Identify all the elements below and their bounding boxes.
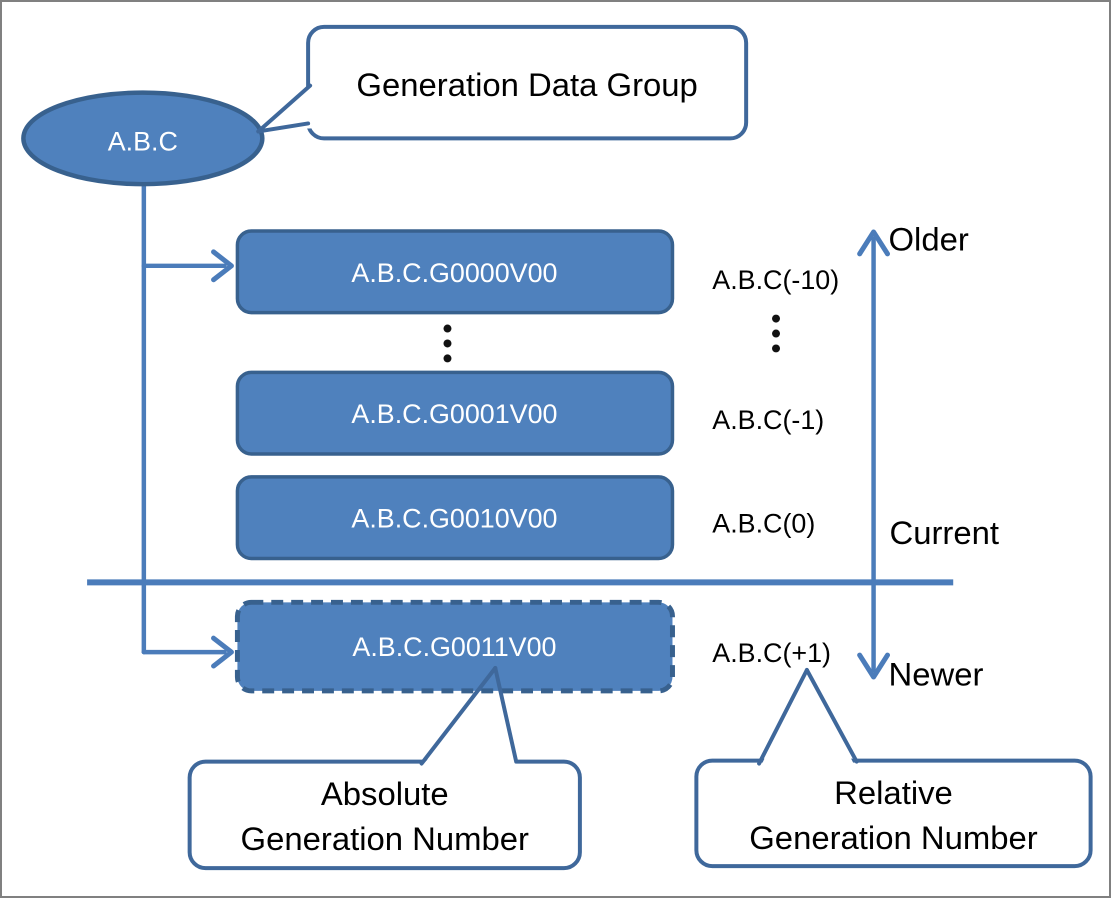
generation-relative-label: A.B.C(-1)	[712, 405, 824, 435]
arrowhead-right-icon	[211, 635, 234, 669]
generation-row: A.B.C.G0010V00 A.B.C(0)	[235, 475, 815, 561]
generation-box-oldest	[235, 229, 675, 315]
callout-tail-edge	[804, 668, 859, 764]
timeline-older-label: Older	[889, 220, 969, 257]
callout-tail-edge	[256, 83, 313, 134]
absolute-callout-line2: Generation Number	[241, 820, 530, 857]
relative-generation-callout: Relative Generation Number	[694, 668, 1093, 869]
generation-dataset-label: A.B.C.G0000V00	[351, 258, 557, 288]
root-ellipse	[21, 90, 265, 187]
generation-box-current	[235, 475, 675, 561]
root-dataset-node: A.B.C	[21, 90, 265, 187]
arrowhead-down-icon	[857, 652, 891, 680]
callout-tail	[420, 690, 518, 767]
callout-tail	[761, 672, 855, 766]
gdg-title-callout: Generation Data Group	[256, 24, 749, 141]
absolute-generation-callout: Absolute Generation Number	[187, 666, 582, 871]
generation-dataset-label: A.B.C.G0011V00	[352, 632, 556, 662]
absolute-callout-line1: Absolute	[321, 775, 449, 812]
generation-relative-label: A.B.C(-10)	[712, 265, 839, 295]
relative-callout-line2: Generation Number	[749, 819, 1038, 856]
relative-callout-line1: Relative	[834, 774, 953, 811]
vertical-ellipsis-icon	[443, 324, 452, 363]
root-dataset-label: A.B.C	[108, 126, 178, 156]
generation-row: A.B.C.G0001V00 A.B.C(-1)	[235, 370, 824, 456]
generation-relative-label: A.B.C(+1)	[712, 638, 831, 668]
generation-relative-label: A.B.C(0)	[712, 509, 815, 539]
arrowhead-right-icon	[211, 249, 234, 283]
generation-dataset-label: A.B.C.G0010V00	[351, 504, 557, 534]
timeline-newer-label: Newer	[889, 655, 984, 692]
vertical-ellipsis-icon	[772, 314, 780, 353]
tree-connectors	[141, 181, 234, 669]
generation-dataset-label: A.B.C.G0001V00	[351, 399, 557, 429]
callout-tail-edge	[757, 668, 809, 766]
generation-box-next	[234, 599, 675, 694]
callout-bubble	[187, 759, 582, 871]
timeline-current-label: Current	[890, 514, 1000, 551]
callout-tail-edge	[419, 666, 498, 766]
callout-bubble	[306, 24, 749, 141]
arrowhead-up-icon	[857, 229, 891, 257]
timeline-arrow	[857, 229, 891, 680]
generation-row: A.B.C.G0011V00 A.B.C(+1)	[234, 599, 831, 694]
callout-tail-edge	[256, 121, 311, 134]
callout-tail-edge	[493, 666, 519, 764]
generation-box-minus1	[235, 370, 675, 456]
generation-row: A.B.C.G0000V00 A.B.C(-10)	[235, 229, 839, 315]
callout-bubble	[694, 758, 1093, 869]
gdg-title-label: Generation Data Group	[356, 66, 697, 103]
